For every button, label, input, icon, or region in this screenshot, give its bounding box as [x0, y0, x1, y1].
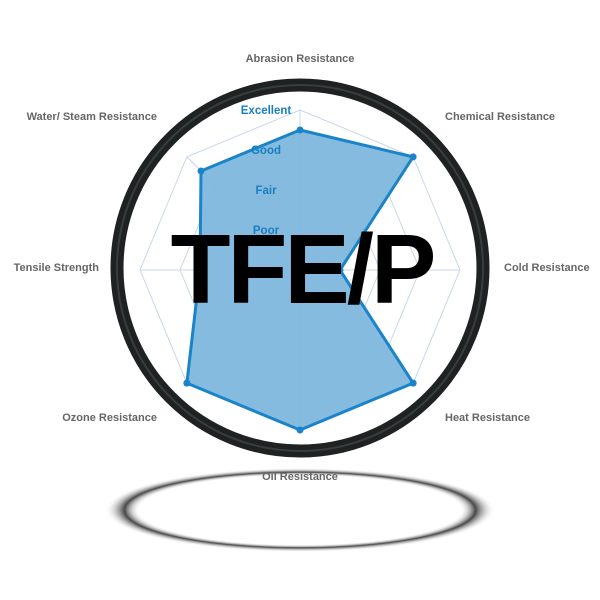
radar-series — [183, 126, 417, 434]
data-point-7 — [197, 167, 205, 175]
axis-label: Chemical Resistance — [445, 111, 555, 123]
axis-label: Oil Resistance — [262, 471, 338, 483]
axis-label: Cold Resistance — [504, 262, 590, 274]
data-point-3 — [409, 379, 417, 387]
scale-label: Excellent — [241, 105, 292, 117]
o-ring-shadow — [105, 468, 495, 552]
axis-label: Water/ Steam Resistance — [27, 111, 157, 123]
axis-label: Tensile Strength — [14, 262, 100, 274]
axis-label: Ozone Resistance — [62, 412, 157, 424]
data-point-4 — [296, 426, 304, 434]
data-point-6 — [196, 266, 204, 274]
data-point-0 — [296, 126, 304, 134]
o-ring-highlight — [116, 84, 484, 452]
scale-label: Fair — [255, 185, 277, 197]
axis-label: Abrasion Resistance — [246, 53, 355, 65]
axis-label: Heat Resistance — [445, 412, 530, 424]
scale-labels: Poor Fair Good Excellent — [241, 105, 292, 237]
data-point-5 — [183, 379, 191, 387]
scale-label: Poor — [253, 225, 280, 237]
data-point-2 — [336, 266, 344, 274]
overlay-title: TFE/P — [171, 214, 434, 324]
scale-label: Good — [251, 145, 281, 157]
data-point-1 — [409, 153, 417, 161]
